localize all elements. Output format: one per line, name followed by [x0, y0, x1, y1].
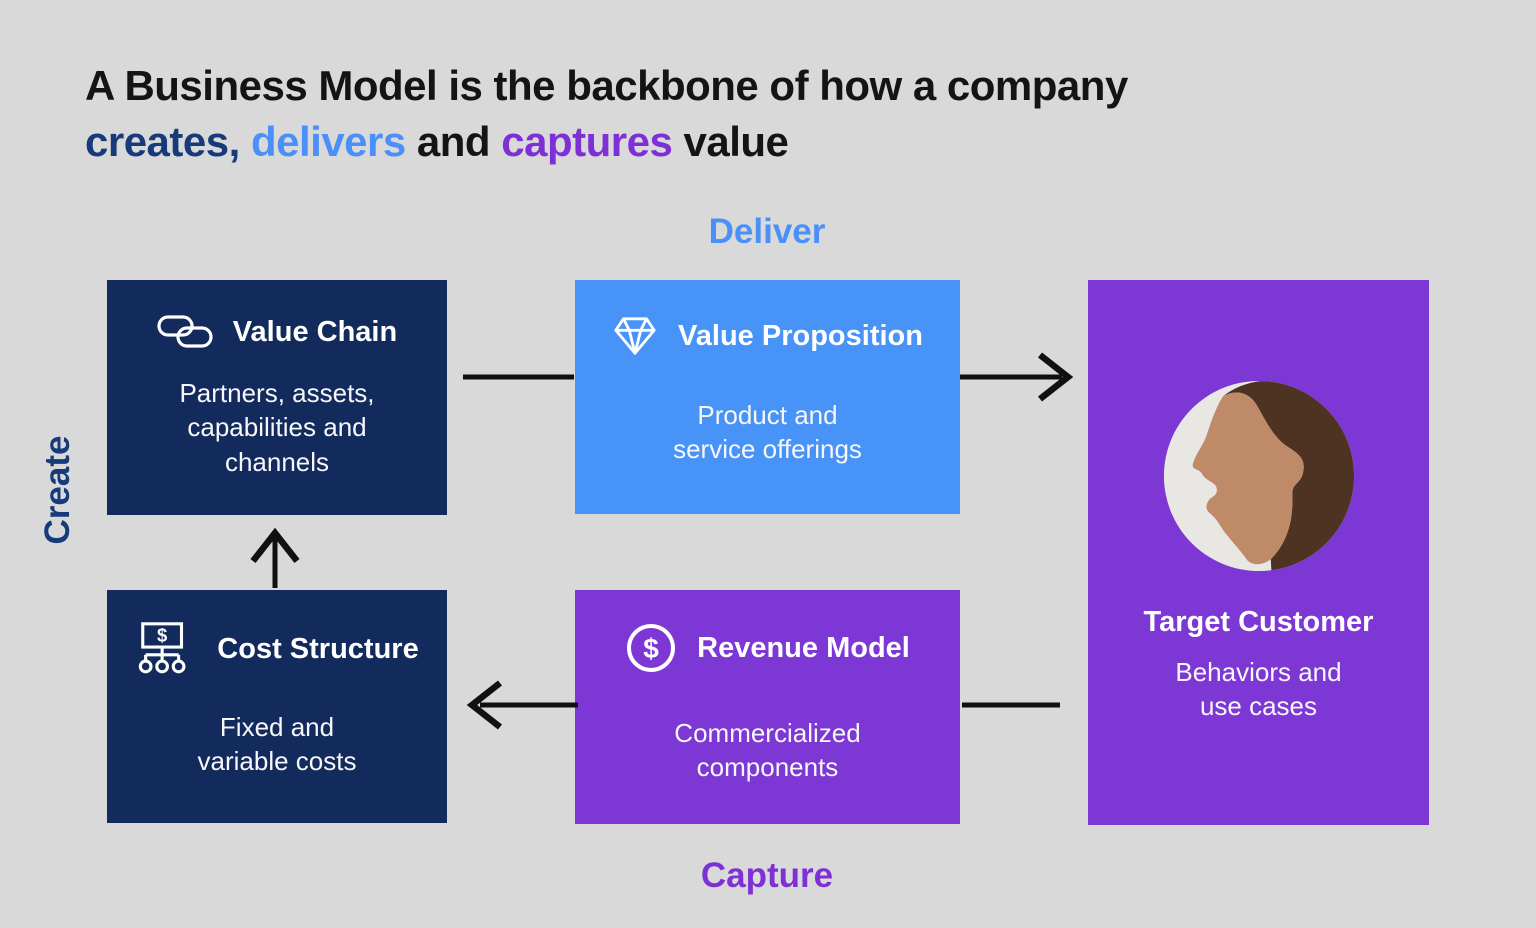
- value-proposition-title: Value Proposition: [678, 319, 923, 352]
- cost-structure-box: $ Cost Structure Fixed and variable cost…: [107, 590, 447, 823]
- title-word-and: and: [405, 117, 502, 165]
- diamond-gem-icon: [612, 314, 658, 358]
- value-proposition-header: Value Proposition: [612, 314, 923, 358]
- stage-label-deliver: Deliver: [708, 212, 826, 251]
- cost-structure-description: Fixed and variable costs: [197, 712, 357, 777]
- revenue-model-box: $ Revenue Model Commercialized component…: [575, 590, 960, 824]
- title-word-captures: captures: [501, 117, 673, 165]
- cost-structure-header: $ Cost Structure: [135, 620, 419, 678]
- person-profile-avatar: [1161, 378, 1357, 574]
- avatar-face-shape: [1192, 392, 1304, 565]
- money-allocation-icon: $: [135, 620, 197, 678]
- revenue-model-description: Commercialized components: [674, 718, 861, 783]
- value-chain-header: Value Chain: [157, 312, 397, 352]
- title-line2: creates, delivers and captures value: [85, 114, 1128, 170]
- cost-structure-title: Cost Structure: [217, 632, 419, 665]
- value-chain-description: Partners, assets, capabilities and chann…: [179, 378, 375, 477]
- target-customer-title: Target Customer: [1143, 606, 1374, 638]
- title-word-value: value: [672, 117, 789, 165]
- arrow-revenue-to-cost-head: [466, 680, 503, 730]
- chain-link-icon: [157, 312, 213, 352]
- stage-label-capture: Capture: [700, 856, 834, 895]
- cost-dollar-glyph: $: [157, 624, 167, 645]
- value-proposition-box: Value Proposition Product and service of…: [575, 280, 960, 514]
- stage-label-create: Create: [38, 435, 77, 545]
- page-title: A Business Model is the backbone of how …: [85, 58, 1128, 170]
- value-chain-box: Value Chain Partners, assets, capabiliti…: [107, 280, 447, 515]
- target-customer-description: Behaviors and use cases: [1175, 657, 1342, 722]
- dollar-circle-icon: $: [625, 622, 677, 674]
- revenue-model-title: Revenue Model: [697, 631, 910, 664]
- revenue-dollar-glyph: $: [643, 633, 659, 664]
- value-proposition-description: Product and service offerings: [673, 400, 862, 465]
- target-customer-box: Target Customer Behaviors and use cases: [1088, 280, 1429, 825]
- title-word-creates: creates,: [85, 117, 240, 165]
- arrow-cost-to-valuechain-head: [250, 527, 300, 564]
- title-word-delivers: delivers: [239, 117, 406, 165]
- revenue-model-header: $ Revenue Model: [625, 622, 910, 674]
- arrow-valueprop-to-customer-head: [1037, 352, 1074, 402]
- avatar-hair-shape: [1222, 380, 1354, 572]
- value-chain-title: Value Chain: [232, 315, 398, 348]
- title-line1: A Business Model is the backbone of how …: [85, 62, 1128, 109]
